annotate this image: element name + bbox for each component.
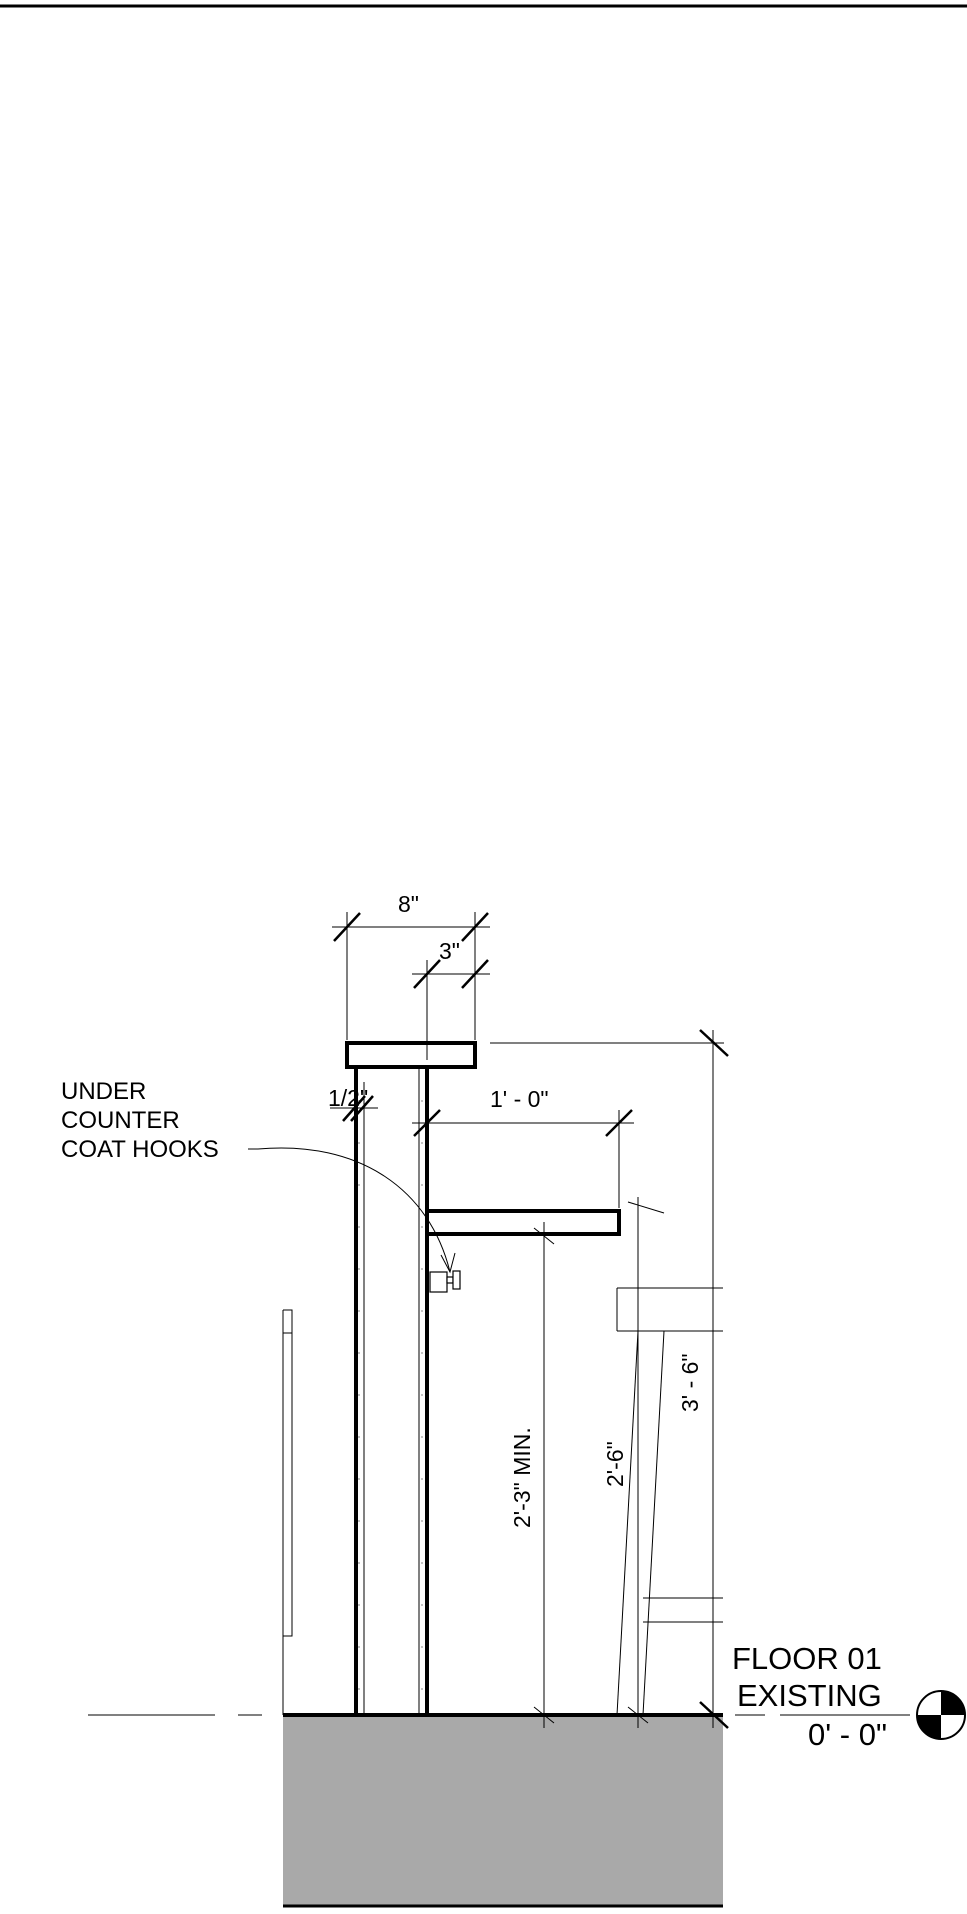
dimension-panel-offset: [412, 959, 490, 1060]
dimension-panel-thickness: [330, 1095, 378, 1122]
counter-top: [345, 1041, 477, 1069]
dimension-shelf-depth-label: 1' - 0": [490, 1086, 549, 1112]
dimension-panel-offset-label: 3": [439, 938, 460, 964]
dimension-counter-depth: [332, 912, 490, 1040]
callout-leader: [248, 1147, 451, 1273]
level-elevation: 0' - 0": [808, 1717, 887, 1752]
dimension-clear-height-label: 2'-3" MIN.: [509, 1427, 535, 1528]
callout-line-2: COUNTER: [61, 1107, 180, 1134]
level-target-icon: [916, 1690, 966, 1740]
level-name-line-1: FLOOR 01: [732, 1641, 882, 1676]
dimension-clear-height: [533, 1222, 555, 1728]
level-name-line-2: EXISTING: [737, 1678, 882, 1713]
dimension-shelf-depth: [412, 1109, 634, 1208]
stool: [616, 1287, 723, 1716]
dimension-seat-height-label: 2'-6": [602, 1441, 628, 1487]
dimension-panel-thickness-label: 1/2": [328, 1085, 368, 1111]
shelf: [425, 1209, 621, 1236]
right-panel: [418, 1067, 429, 1715]
left-panel: [354, 1082, 365, 1715]
coat-hook: [429, 1270, 461, 1293]
callout-arrowhead: [440, 1252, 456, 1274]
dimension-seat-height: [627, 1197, 665, 1728]
callout-line-3: COAT HOOKS: [61, 1136, 219, 1163]
dimension-counter-depth-label: 8": [398, 891, 419, 917]
dimension-counter-height: [490, 1029, 729, 1729]
callout-line-1: UNDER: [61, 1078, 146, 1105]
dimension-counter-height-label: 3' - 6": [677, 1353, 703, 1412]
ground-fill: [283, 1715, 723, 1907]
existing-wall-outline: [282, 1309, 293, 1715]
